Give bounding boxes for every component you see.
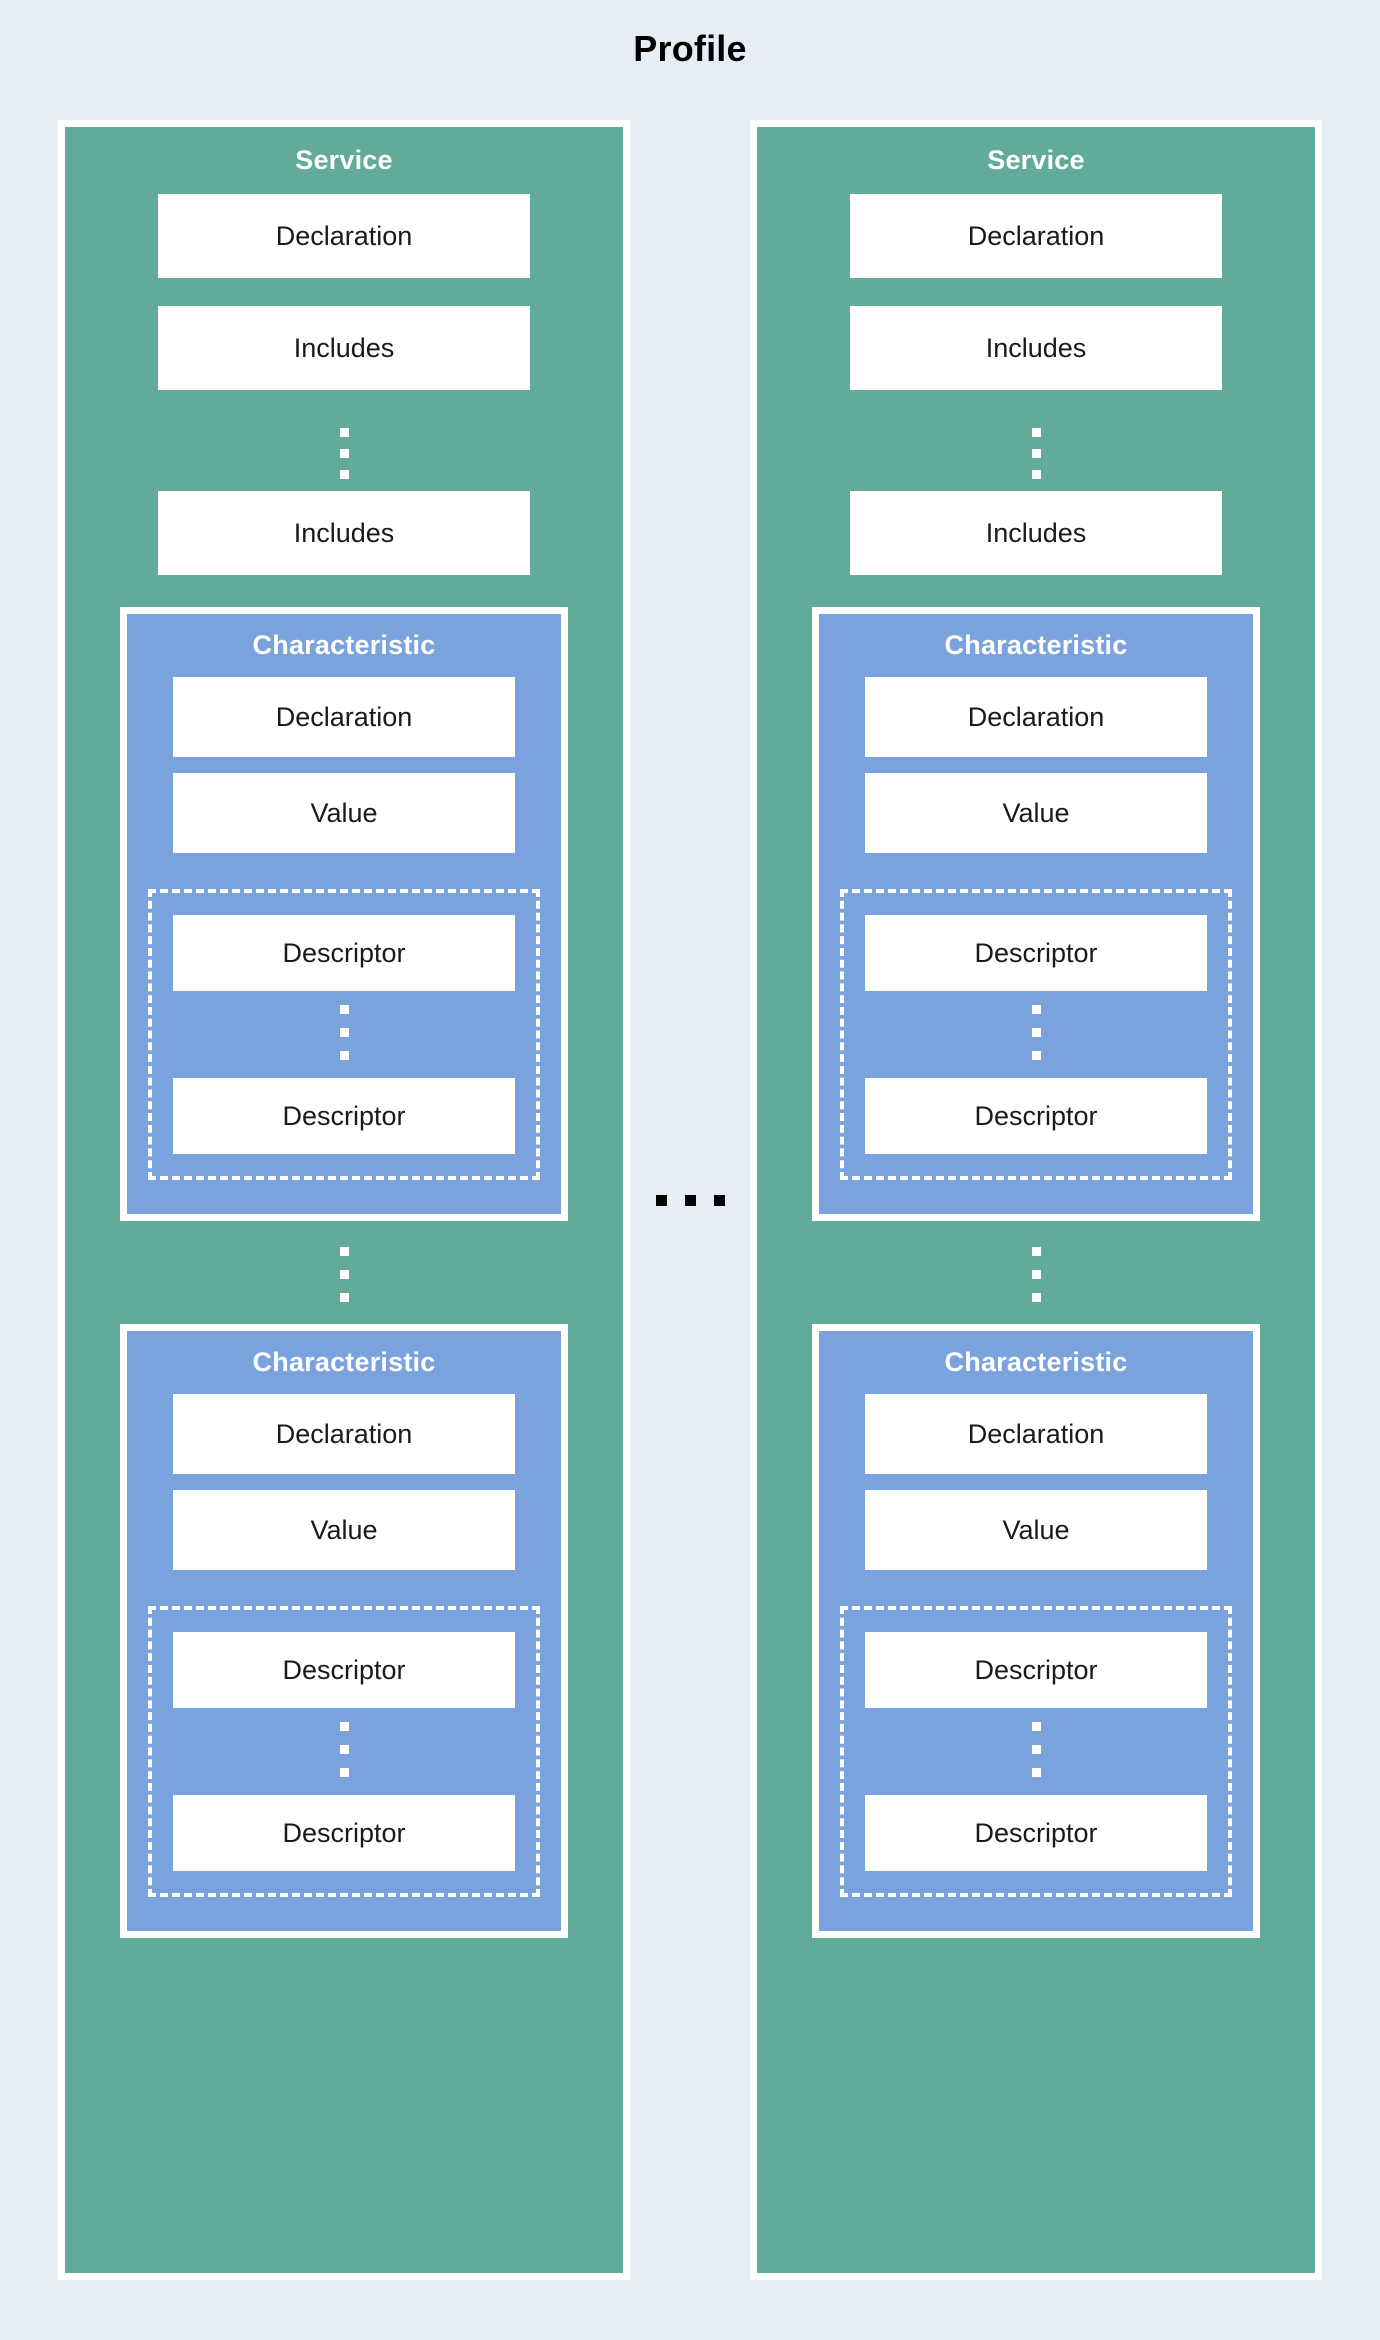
vertical-ellipsis-icon: [1031, 428, 1041, 479]
characteristic-block-1: Characteristic Declaration Value Descrip…: [812, 607, 1260, 1221]
characteristic-block-2: Characteristic Declaration Value Descrip…: [120, 1324, 568, 1938]
descriptor-box-last: Descriptor: [865, 1795, 1207, 1871]
ellipsis-dot: [339, 428, 349, 437]
ellipsis-dot: [1031, 1745, 1041, 1754]
ellipsis-dot: [1031, 449, 1041, 458]
characteristic-value-box: Value: [865, 1490, 1207, 1570]
ellipsis-dot: [1031, 1028, 1041, 1037]
characteristic-wrapper-1: Characteristic Declaration Value Descrip…: [812, 607, 1260, 1221]
ellipsis-dot: [684, 1194, 696, 1206]
characteristic-value-box: Value: [173, 773, 515, 853]
characteristic-block-2: Characteristic Declaration Value Descrip…: [812, 1324, 1260, 1938]
characteristic-title: Characteristic: [252, 630, 436, 660]
service-declaration-box: Declaration: [850, 194, 1222, 278]
vertical-ellipsis-icon: [339, 428, 349, 479]
service-includes-box-first: Includes: [158, 306, 530, 390]
ellipsis-dot: [339, 1051, 349, 1060]
descriptor-group: Descriptor Descriptor: [148, 1606, 540, 1897]
descriptor-box-first: Descriptor: [173, 1632, 515, 1708]
ellipsis-dot: [339, 1293, 349, 1302]
ellipsis-dot: [1031, 1247, 1041, 1256]
service-title: Service: [295, 145, 393, 175]
page-title: Profile: [633, 28, 747, 69]
characteristic-declaration-box: Declaration: [865, 677, 1207, 757]
ellipsis-dot: [1031, 1005, 1041, 1014]
descriptor-box-last: Descriptor: [173, 1795, 515, 1871]
ellipsis-dot: [339, 470, 349, 479]
service-columns: Service Declaration Includes Includes Ch…: [58, 120, 1322, 2280]
characteristic-declaration-box: Declaration: [173, 1394, 515, 1474]
ellipsis-dot: [339, 449, 349, 458]
vertical-ellipsis-icon: [339, 1247, 349, 1302]
services-gap: [630, 120, 750, 2280]
characteristic-title: Characteristic: [252, 1347, 436, 1377]
descriptor-box-last: Descriptor: [865, 1078, 1207, 1154]
characteristic-declaration-box: Declaration: [865, 1394, 1207, 1474]
ellipsis-dot: [1031, 1270, 1041, 1279]
vertical-ellipsis-icon: [339, 1005, 349, 1060]
service-includes-box-last: Includes: [158, 491, 530, 575]
ellipsis-dot: [1031, 1293, 1041, 1302]
ellipsis-dot: [339, 1028, 349, 1037]
descriptor-box-last: Descriptor: [173, 1078, 515, 1154]
characteristic-wrapper-2: Characteristic Declaration Value Descrip…: [120, 1324, 568, 1938]
horizontal-ellipsis-icon: [655, 1194, 725, 1206]
service-block-2: Service Declaration Includes Includes Ch…: [750, 120, 1322, 2280]
ellipsis-dot: [339, 1768, 349, 1777]
ellipsis-dot: [339, 1745, 349, 1754]
descriptor-group: Descriptor Descriptor: [840, 1606, 1232, 1897]
vertical-ellipsis-icon: [1031, 1722, 1041, 1777]
ellipsis-dot: [713, 1194, 725, 1206]
descriptor-group: Descriptor Descriptor: [840, 889, 1232, 1180]
descriptor-box-first: Descriptor: [865, 915, 1207, 991]
service-declaration-box: Declaration: [158, 194, 530, 278]
ellipsis-dot: [1031, 1722, 1041, 1731]
descriptor-box-first: Descriptor: [865, 1632, 1207, 1708]
vertical-ellipsis-icon: [1031, 1005, 1041, 1060]
ellipsis-dot: [339, 1247, 349, 1256]
characteristic-declaration-box: Declaration: [173, 677, 515, 757]
service-includes-box-last: Includes: [850, 491, 1222, 575]
service-includes-box-first: Includes: [850, 306, 1222, 390]
descriptor-box-first: Descriptor: [173, 915, 515, 991]
ellipsis-dot: [1031, 470, 1041, 479]
ellipsis-dot: [1031, 428, 1041, 437]
characteristic-value-box: Value: [173, 1490, 515, 1570]
characteristic-block-1: Characteristic Declaration Value Descrip…: [120, 607, 568, 1221]
service-title: Service: [987, 145, 1085, 175]
ellipsis-dot: [339, 1722, 349, 1731]
descriptor-group: Descriptor Descriptor: [148, 889, 540, 1180]
ellipsis-dot: [1031, 1768, 1041, 1777]
ellipsis-dot: [339, 1005, 349, 1014]
service-block-1: Service Declaration Includes Includes Ch…: [58, 120, 630, 2280]
characteristic-wrapper-2: Characteristic Declaration Value Descrip…: [812, 1324, 1260, 1938]
vertical-ellipsis-icon: [339, 1722, 349, 1777]
characteristic-value-box: Value: [865, 773, 1207, 853]
vertical-ellipsis-icon: [1031, 1247, 1041, 1302]
ellipsis-dot: [339, 1270, 349, 1279]
ellipsis-dot: [1031, 1051, 1041, 1060]
ellipsis-dot: [655, 1194, 667, 1206]
characteristic-wrapper-1: Characteristic Declaration Value Descrip…: [120, 607, 568, 1221]
characteristic-title: Characteristic: [944, 630, 1128, 660]
characteristic-title: Characteristic: [944, 1347, 1128, 1377]
